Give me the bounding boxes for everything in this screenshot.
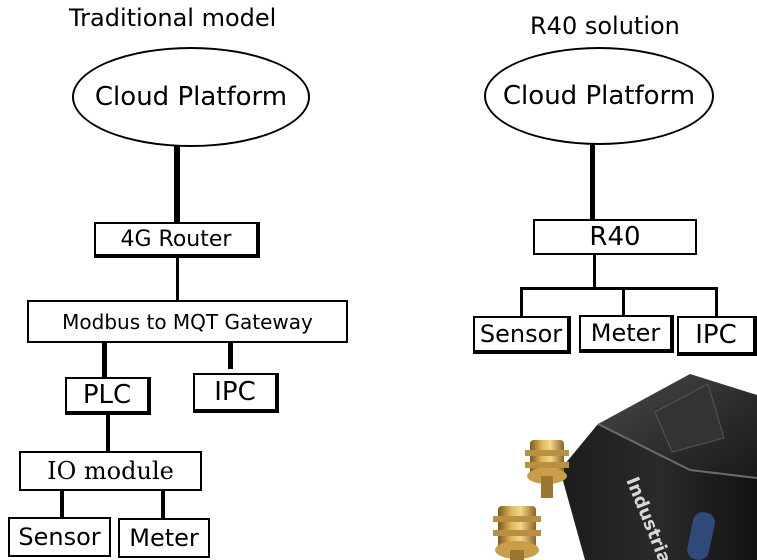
r40-ipc: IPC: [677, 316, 757, 356]
traditional-cloud-platform: Cloud Platform: [72, 47, 310, 147]
traditional-ipc-label: IPC: [214, 377, 256, 407]
traditional-sensor-label: Sensor: [18, 523, 101, 551]
traditional-io-module: IO module: [19, 451, 202, 491]
traditional-router-link: [176, 258, 179, 300]
antenna-connector-icon: [493, 506, 541, 560]
r40-ipc-label: IPC: [695, 320, 737, 350]
r40-meter: Meter: [579, 315, 674, 353]
r40-branch-sensor: [520, 287, 523, 318]
r40-cloud-link: [590, 144, 595, 220]
r40-sensor: Sensor: [473, 316, 571, 354]
traditional-cloud-label: Cloud Platform: [94, 82, 288, 112]
r40-device-label: R40: [589, 222, 641, 252]
traditional-io-meter-link: [161, 491, 165, 518]
traditional-meter: Meter: [118, 518, 210, 558]
traditional-4g-router: 4G Router: [94, 222, 260, 258]
r40-title: R40 solution: [530, 12, 680, 40]
r40-cloud-platform: Cloud Platform: [484, 47, 714, 145]
r40-device: R40: [533, 219, 697, 255]
antenna-connector-icon: [525, 440, 569, 498]
device-top-panel: [654, 383, 725, 453]
traditional-plc-io-link: [106, 415, 110, 451]
traditional-gateway-plc-link: [102, 343, 107, 377]
traditional-sensor: Sensor: [8, 517, 111, 557]
traditional-gateway: Modbus to MQT Gateway: [27, 300, 348, 343]
r40-branch-ipc: [715, 287, 718, 316]
traditional-cloud-link: [174, 146, 180, 223]
traditional-io-module-label: IO module: [47, 457, 174, 485]
traditional-title: Traditional model: [69, 4, 277, 32]
traditional-meter-label: Meter: [129, 524, 199, 552]
r40-device-link: [593, 255, 596, 288]
r40-branch-bar: [520, 287, 718, 290]
traditional-router-label: 4G Router: [120, 226, 232, 252]
traditional-gateway-ipc-link: [228, 343, 233, 369]
device-led-slot: [687, 512, 715, 560]
traditional-plc: PLC: [65, 377, 151, 415]
traditional-gateway-label: Modbus to MQT Gateway: [62, 309, 313, 334]
traditional-ipc: IPC: [193, 373, 279, 413]
device-edge-highlight: [597, 423, 757, 479]
r40-sensor-label: Sensor: [479, 320, 563, 348]
r40-branch-meter: [622, 287, 625, 315]
r40-meter-label: Meter: [590, 319, 661, 347]
traditional-plc-label: PLC: [82, 380, 132, 410]
r40-cloud-label: Cloud Platform: [502, 81, 696, 111]
traditional-io-sensor-link: [60, 491, 64, 517]
